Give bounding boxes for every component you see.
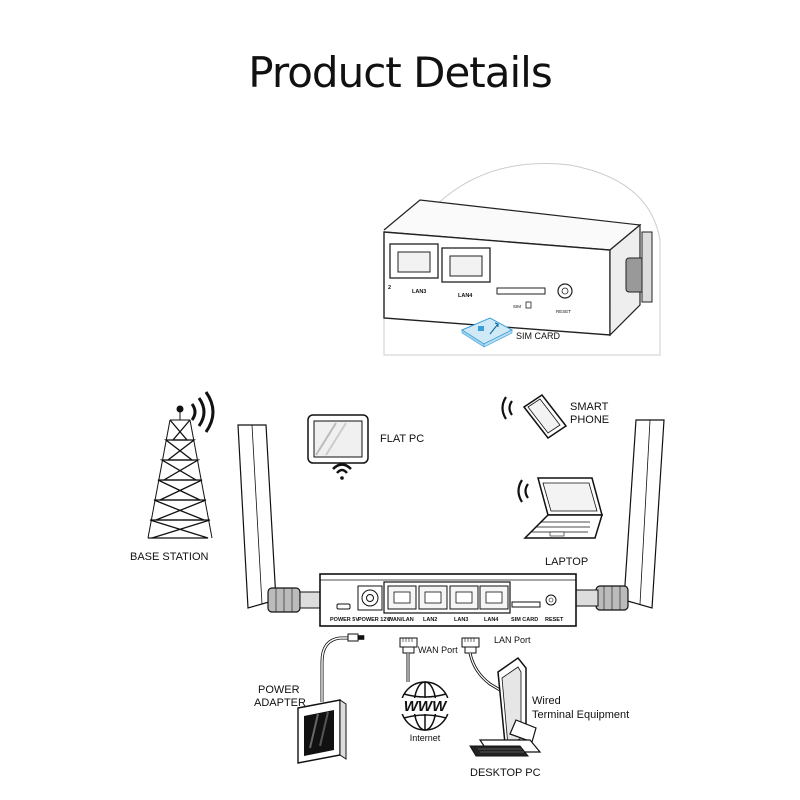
power-adapter-label-1: POWER: [258, 684, 300, 696]
laptop-signal-icon: [517, 479, 529, 503]
tablet-signal-icon: [332, 463, 352, 480]
page-title: Product Details: [248, 48, 552, 97]
lan4-port: [479, 585, 509, 610]
flat-pc-label: FLAT PC: [380, 433, 424, 445]
lan2-port: [418, 585, 448, 610]
label-power-5v: POWER 5V: [330, 617, 359, 623]
power-adapter-icon: [297, 699, 347, 764]
sim-card-label: SIM CARD: [516, 331, 561, 341]
power-5v-port: [336, 603, 351, 610]
inset-port-label-lan3: LAN3: [412, 289, 426, 295]
desktop-pc-label: DESKTOP PC: [470, 767, 541, 779]
label-lan3: LAN3: [454, 617, 468, 623]
smart-phone-label-2: PHONE: [570, 414, 609, 426]
inset-sim-label: SIM: [513, 304, 521, 309]
inset-port-2: [389, 243, 439, 279]
smartphone-icon: [522, 393, 568, 440]
wan-cable: [399, 637, 418, 682]
wired-label-1: Wired: [532, 695, 561, 707]
label-sim-card: SIM CARD: [511, 617, 538, 623]
inset-sim-icon: [525, 301, 532, 309]
inset-port-label-lan4: LAN4: [458, 293, 473, 299]
inset-sim-slot: [496, 287, 546, 295]
wired-label-2: Terminal Equipment: [532, 709, 629, 721]
power-cable: [320, 633, 365, 702]
laptop-icon: [523, 477, 604, 539]
inset-closeup: 2 LAN3 LAN4 SIM RESET SIM CARD: [383, 163, 661, 356]
sim-card: [460, 317, 514, 348]
power-adapter-label-2: ADAPTER: [254, 697, 306, 709]
inset-port-lan3: [441, 247, 491, 283]
tablet-icon: [307, 414, 369, 464]
label-wan-lan: WAN/LAN: [388, 617, 414, 623]
inset-reset-label: RESET: [556, 309, 571, 314]
lan-cable: [461, 637, 501, 692]
smart-phone-label-1: SMART: [570, 401, 609, 413]
desktop-pc-icon: [469, 656, 542, 757]
lan3-port: [449, 585, 479, 610]
lan-port-label: LAN Port: [494, 635, 531, 645]
sim-card-slot: [511, 601, 541, 608]
wan-lan-port: [387, 585, 417, 610]
laptop-label: LAPTOP: [545, 556, 588, 568]
left-antenna-icon: [237, 424, 323, 613]
wan-port-label: WAN Port: [418, 645, 458, 655]
base-station-label: BASE STATION: [130, 551, 208, 563]
internet-label: Internet: [410, 733, 441, 743]
inset-antenna: [625, 231, 653, 303]
www-label: WWW: [404, 698, 448, 715]
label-lan4: LAN4: [484, 617, 499, 623]
smartphone-signal-icon: [501, 396, 513, 420]
label-power-12v: POWER 12V: [358, 617, 390, 623]
label-lan2: LAN2: [423, 617, 437, 623]
base-station-icon: [147, 405, 213, 539]
base-station-signal-icon: [190, 391, 215, 433]
inset-port-label-2: 2: [388, 285, 391, 291]
router-body: POWER 5V POWER 12V WAN/LAN LAN2 LAN3 LAN…: [319, 573, 577, 627]
label-reset: RESET: [545, 617, 564, 623]
